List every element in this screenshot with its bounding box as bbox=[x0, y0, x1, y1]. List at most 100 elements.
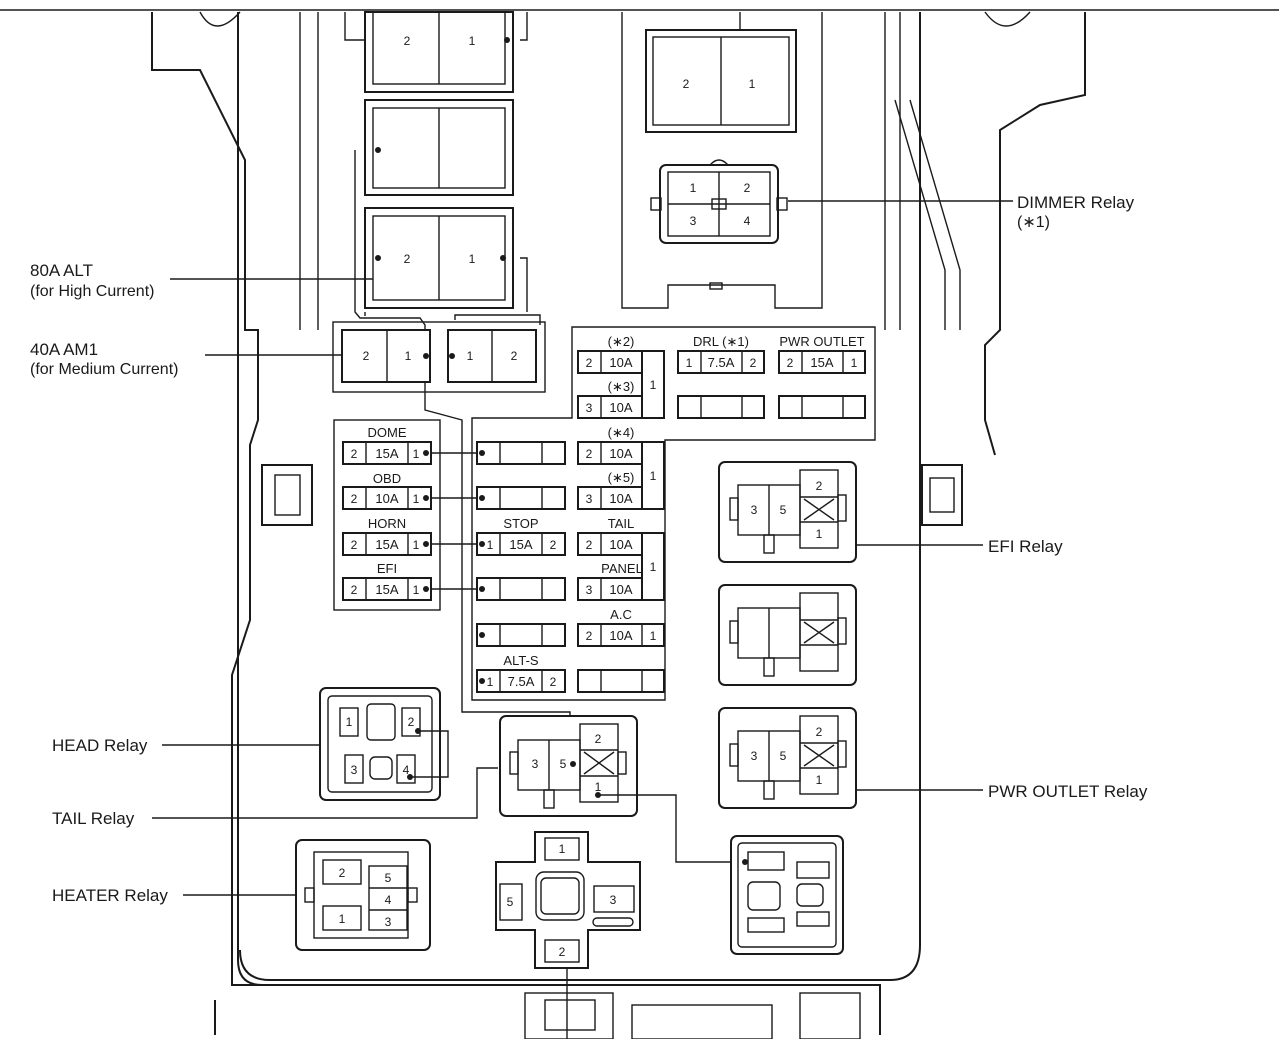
efi-relay: 3 5 2 1 bbox=[718, 461, 857, 563]
fuse-3-pin: 3 bbox=[586, 401, 593, 415]
fuse-obd-label: OBD bbox=[373, 471, 401, 486]
fuse-2-amp: 10A bbox=[609, 355, 632, 370]
heater-relay-pin-2: 2 bbox=[339, 866, 346, 880]
efi-relay-pin-5: 5 bbox=[780, 503, 787, 517]
fuse-horn-label: HORN bbox=[368, 516, 406, 531]
callout-80a-alt-title: 80A ALT bbox=[30, 261, 93, 280]
dimmer-pin-4: 4 bbox=[744, 214, 751, 228]
fuse-pair-tail-panel: TAIL 2 10A PANEL 3 10A 1 bbox=[577, 516, 665, 601]
heater-relay-pin-5: 5 bbox=[385, 871, 392, 885]
callout-40a-am1-sub: (for Medium Current) bbox=[30, 361, 178, 378]
callout-80a-alt-sub: (for High Current) bbox=[30, 283, 154, 300]
dimmer-pin-2: 2 bbox=[744, 181, 751, 195]
cross-relay: 1 5 3 2 bbox=[495, 831, 641, 1039]
fusible-link-column: 2 1 2 1 bbox=[344, 11, 601, 796]
head-relay-pin-2: 2 bbox=[408, 715, 415, 729]
callout-dimmer-relay-sub: (∗1) bbox=[1017, 214, 1050, 231]
fuse-stop: STOP 1 15A 2 bbox=[476, 516, 566, 556]
fuse-5-label: (∗5) bbox=[608, 470, 635, 485]
top-relay-pin-2: 2 bbox=[683, 77, 690, 91]
callout-dimmer-relay-title: DIMMER Relay bbox=[1017, 193, 1135, 212]
fuse-efi: EFI 2 15A 1 bbox=[342, 561, 432, 601]
fuse-3-amp: 10A bbox=[609, 400, 632, 415]
alt-pin-1: 1 bbox=[469, 252, 476, 266]
fuse-panel-label: PANEL bbox=[601, 561, 643, 576]
head-relay: 1 2 3 4 bbox=[319, 687, 449, 801]
efi-relay-pin-3: 3 bbox=[751, 503, 758, 517]
fuse-pwr-outlet-pin-2: 2 bbox=[787, 356, 794, 370]
fuse-horn-pin-1: 1 bbox=[413, 538, 420, 552]
fuse-ac-label: A.C bbox=[610, 607, 632, 622]
pwr-outlet-relay-pin-2: 2 bbox=[816, 725, 823, 739]
pwr-outlet-relay-pin-3: 3 bbox=[751, 749, 758, 763]
fuse-drl: DRL (∗1) 1 7.5A 2 bbox=[677, 334, 765, 374]
fuse-dome-amp: 15A bbox=[375, 446, 398, 461]
fuse-tail-label: TAIL bbox=[608, 516, 635, 531]
fuse-stop-pin-1: 1 bbox=[487, 538, 494, 552]
pwr-outlet-relay-pin-1: 1 bbox=[816, 773, 823, 787]
heater-relay: 2 5 4 1 3 bbox=[295, 839, 431, 951]
top-relay-pin-1: 1 bbox=[749, 77, 756, 91]
fuse-obd: OBD 2 10A 1 bbox=[342, 471, 432, 510]
fuse-panel-pin: 3 bbox=[586, 583, 593, 597]
fuse-pwr-outlet-pin-1: 1 bbox=[851, 356, 858, 370]
callout-lines bbox=[152, 200, 1013, 896]
center-fuse-block: STOP 1 15A 2 ALT-S 1 7.5A 2 (∗2) bbox=[471, 326, 876, 701]
fuse-stop-pin-2: 2 bbox=[550, 538, 557, 552]
heater-relay-pin-3: 3 bbox=[385, 915, 392, 929]
fuse-4-5-common-pin: 1 bbox=[650, 469, 657, 483]
cross-relay-pin-2: 2 bbox=[559, 945, 566, 959]
fuse-obd-pin-1: 1 bbox=[413, 492, 420, 506]
fuse-horn: HORN 2 15A 1 bbox=[342, 516, 432, 556]
fuse-ac-pin-1: 1 bbox=[650, 629, 657, 643]
fuse-5-pin: 3 bbox=[586, 492, 593, 506]
tail-relay-pin-5: 5 bbox=[560, 757, 567, 771]
fuse-stop-amp: 15A bbox=[509, 537, 532, 552]
fuse-obd-pin-2: 2 bbox=[351, 492, 358, 506]
fuse-3-label: (∗3) bbox=[608, 379, 635, 394]
fuse-efi-label: EFI bbox=[377, 561, 397, 576]
tail-relay-pin-3: 3 bbox=[532, 757, 539, 771]
fuse-2-label: (∗2) bbox=[608, 334, 635, 349]
fuse-pwr-outlet-label: PWR OUTLET bbox=[779, 334, 864, 349]
heater-relay-pin-1: 1 bbox=[339, 912, 346, 926]
alt-pin-2: 2 bbox=[404, 252, 411, 266]
fuse-efi-pin-2: 2 bbox=[351, 583, 358, 597]
fuse-4-pin: 2 bbox=[586, 447, 593, 461]
fuse-obd-amp: 10A bbox=[375, 491, 398, 506]
head-relay-pin-1: 1 bbox=[346, 715, 353, 729]
fuse-efi-amp: 15A bbox=[375, 582, 398, 597]
efi-relay-pin-1: 1 bbox=[816, 527, 823, 541]
fuse-alt-s-pin-2: 2 bbox=[550, 675, 557, 689]
fuse-alt-s-label: ALT-S bbox=[503, 653, 538, 668]
fuse-alt-s-amp: 7.5A bbox=[508, 674, 535, 689]
callout-efi-relay: EFI Relay bbox=[988, 537, 1063, 556]
fuse-4-amp: 10A bbox=[609, 446, 632, 461]
dimmer-pin-3: 3 bbox=[690, 214, 697, 228]
fuse-dome: DOME 2 15A 1 bbox=[342, 425, 432, 465]
fuse-ac: A.C 2 10A 1 bbox=[577, 607, 665, 647]
fuse-horn-pin-2: 2 bbox=[351, 538, 358, 552]
tail-relay: 3 5 2 1 bbox=[499, 715, 745, 863]
fuse-drl-pin-2: 2 bbox=[750, 356, 757, 370]
fuse-ac-amp: 10A bbox=[609, 628, 632, 643]
bottom-right-relay bbox=[730, 835, 844, 955]
fuse-horn-amp: 15A bbox=[375, 537, 398, 552]
head-relay-pin-4: 4 bbox=[403, 763, 410, 777]
fuse-2-pin: 2 bbox=[586, 356, 593, 370]
callout-pwr-outlet-relay: PWR OUTLET Relay bbox=[988, 782, 1148, 801]
fuse-tail-pin: 2 bbox=[586, 538, 593, 552]
unlabeled-relay bbox=[718, 584, 857, 686]
fuse-4-label: (∗4) bbox=[608, 425, 635, 440]
fuse-drl-amp: 7.5A bbox=[708, 355, 735, 370]
fuse-2-3-common-pin: 1 bbox=[650, 378, 657, 392]
fuse-tail-amp: 10A bbox=[609, 537, 632, 552]
alt-top-pin-2: 2 bbox=[404, 34, 411, 48]
am1-left-pin-2: 2 bbox=[363, 349, 370, 363]
alt-top-pin-1: 1 bbox=[469, 34, 476, 48]
fuse-pair-4-5: (∗4) 2 10A (∗5) 3 10A 1 bbox=[577, 425, 665, 510]
am1-right-pin-2: 2 bbox=[511, 349, 518, 363]
fuse-alt-s: ALT-S 1 7.5A 2 bbox=[476, 653, 566, 693]
fuse-drl-pin-1: 1 bbox=[686, 356, 693, 370]
